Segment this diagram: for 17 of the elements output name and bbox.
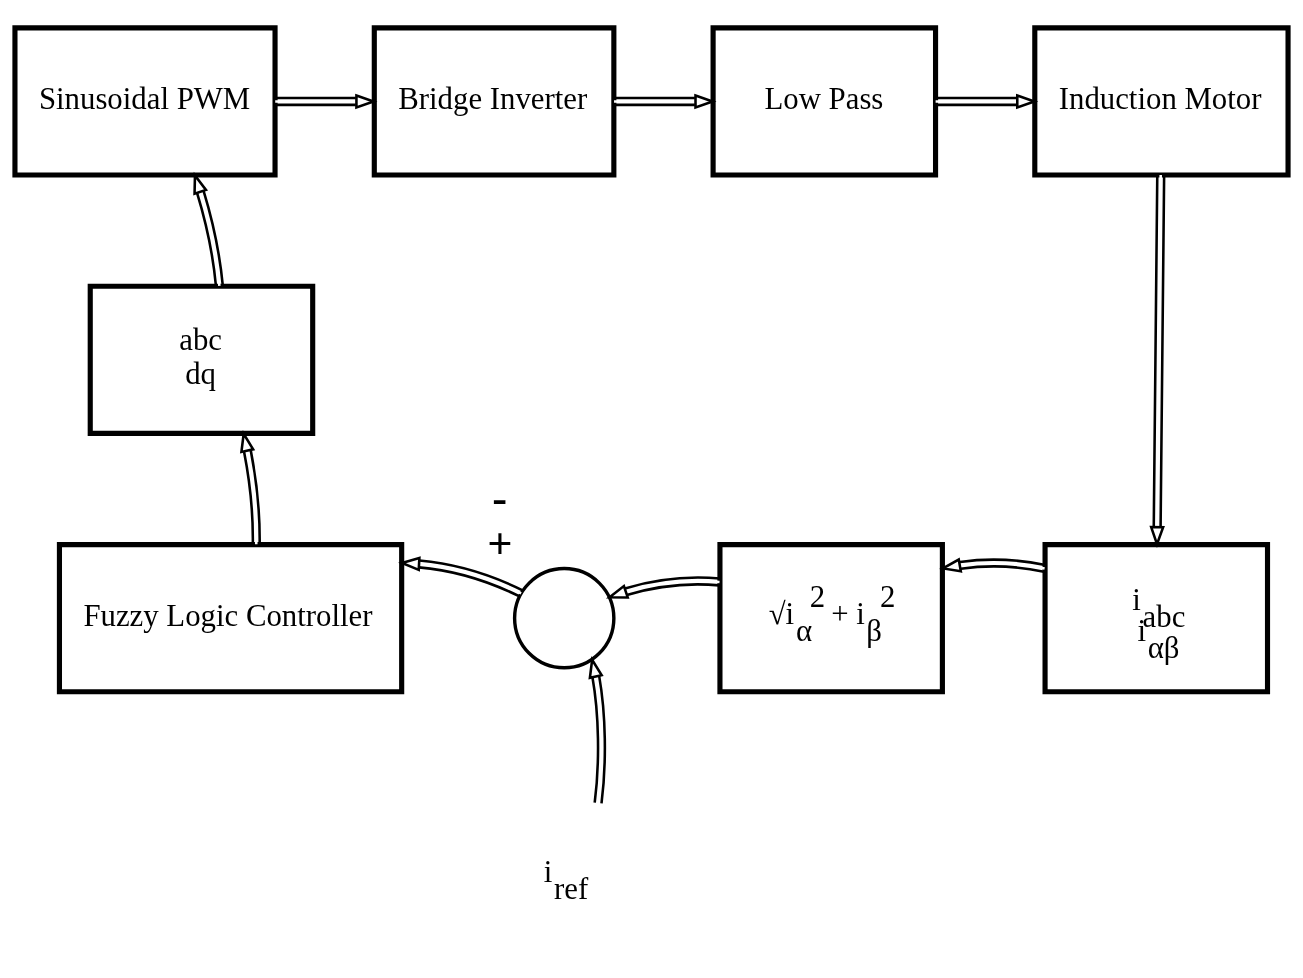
node-box: Fuzzy Logic Controller [56, 542, 405, 695]
arrow [1149, 175, 1166, 549]
arrow [605, 576, 720, 599]
arrow [935, 93, 1039, 110]
node-box: Bridge Inverter [371, 25, 617, 178]
node-box: Induction Motor [1032, 25, 1291, 178]
arrow [614, 93, 717, 110]
arrow [398, 556, 524, 598]
arrow [939, 557, 1046, 574]
node-box: Sinusoidal PWM [12, 25, 278, 178]
node-circle [512, 566, 616, 670]
arrow [239, 430, 261, 545]
arrow [193, 171, 225, 287]
node-box: abc dq [87, 283, 316, 436]
node-box: Low Pass [710, 25, 939, 178]
arrow [275, 93, 378, 110]
arrow [588, 655, 607, 804]
